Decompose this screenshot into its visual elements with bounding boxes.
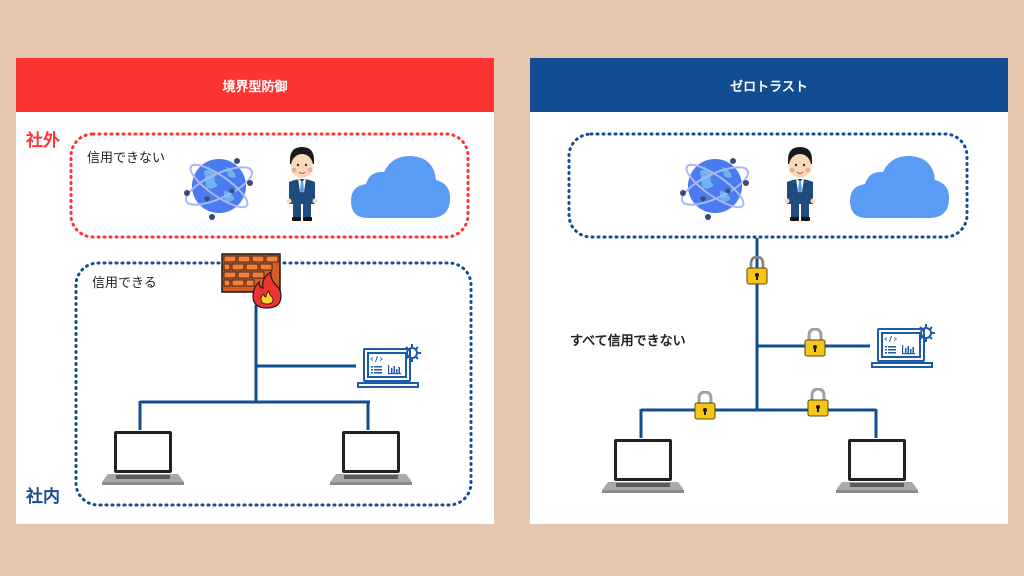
- firewall-icon: [221, 253, 282, 309]
- internal-network-lines: [138, 305, 370, 430]
- padlock-icon: [694, 391, 716, 420]
- laptop-icon: [836, 439, 918, 493]
- globe-network-icon: [680, 158, 750, 220]
- zero-trust-header: ゼロトラスト: [530, 58, 1008, 112]
- zero-trust-title: ゼロトラスト: [730, 79, 808, 95]
- server-dashboard-icon: [357, 344, 421, 388]
- padlock-icon: [807, 388, 829, 417]
- perimeter-defense-header: 境界型防御: [16, 58, 494, 112]
- businessman-icon: [286, 147, 318, 221]
- laptop-icon: [330, 431, 412, 485]
- businessman-icon: [784, 147, 816, 221]
- perimeter-defense-title: 境界型防御: [222, 79, 288, 95]
- globe-network-icon: [184, 158, 254, 220]
- perimeter-defense-panel: 境界型防御 社外 社内 信用できない 信用できる: [16, 58, 494, 524]
- inside-zone-label: 社内: [26, 487, 60, 507]
- cloud-icon: [351, 155, 450, 218]
- cloud-icon: [850, 155, 950, 218]
- all-untrusted-statement: すべて信用できない: [570, 334, 686, 349]
- padlock-icon: [804, 328, 826, 357]
- zero-trust-panel: ゼロトラスト すべて信用できない: [530, 58, 1008, 524]
- untrusted-zone-border: [69, 132, 470, 239]
- trusted-label: 信用できる: [92, 276, 157, 291]
- server-dashboard-icon: [871, 324, 935, 368]
- untrusted-label: 信用できない: [87, 151, 166, 166]
- outside-zone-label: 社外: [26, 131, 60, 151]
- laptop-icon: [602, 439, 684, 493]
- padlock-icon: [746, 256, 768, 285]
- external-zone-border: [567, 132, 969, 239]
- laptop-icon: [102, 431, 184, 485]
